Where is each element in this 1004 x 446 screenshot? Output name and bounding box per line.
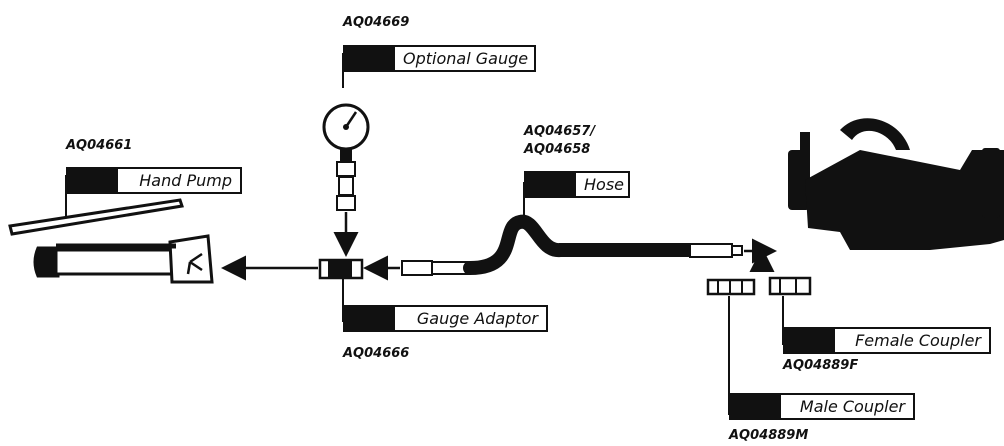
hose-label: Hose [524,171,630,198]
hose-label-text: Hose [584,175,624,194]
hose-part-number-2: AQ04658 [524,142,591,157]
pressure-gauge-icon [322,103,370,211]
hydraulic-tool-silhouette-icon [788,118,1004,250]
optional-gauge-label-text: Optional Gauge [403,49,529,68]
female-coupler-label: Female Coupler [783,327,991,354]
hand-pump-part-number: AQ04661 [66,138,133,153]
leader-lines [65,53,784,415]
female-coupler-icon [768,276,812,296]
gauge-adaptor-label: Gauge Adaptor [343,305,548,332]
male-coupler-part-number: AQ04889M [729,428,809,443]
optional-gauge-label: Optional Gauge [343,45,536,72]
male-coupler-label: Male Coupler [729,393,915,420]
male-coupler-label-text: Male Coupler [799,397,905,416]
hose-icon [401,214,743,276]
hand-pump-label: Hand Pump [66,167,242,194]
gauge-part-number: AQ04669 [343,15,410,30]
hand-pump-icon [8,198,214,284]
gauge-adaptor-label-text: Gauge Adaptor [416,309,538,328]
hand-pump-label-text: Hand Pump [139,171,232,190]
female-coupler-part-number: AQ04889F [783,358,859,373]
male-coupler-icon [706,278,756,296]
adaptor-part-number: AQ04666 [343,346,410,361]
gauge-adaptor-icon [318,258,364,280]
female-coupler-label-text: Female Coupler [855,331,981,350]
hose-part-number-1: AQ04657/ [524,124,596,139]
